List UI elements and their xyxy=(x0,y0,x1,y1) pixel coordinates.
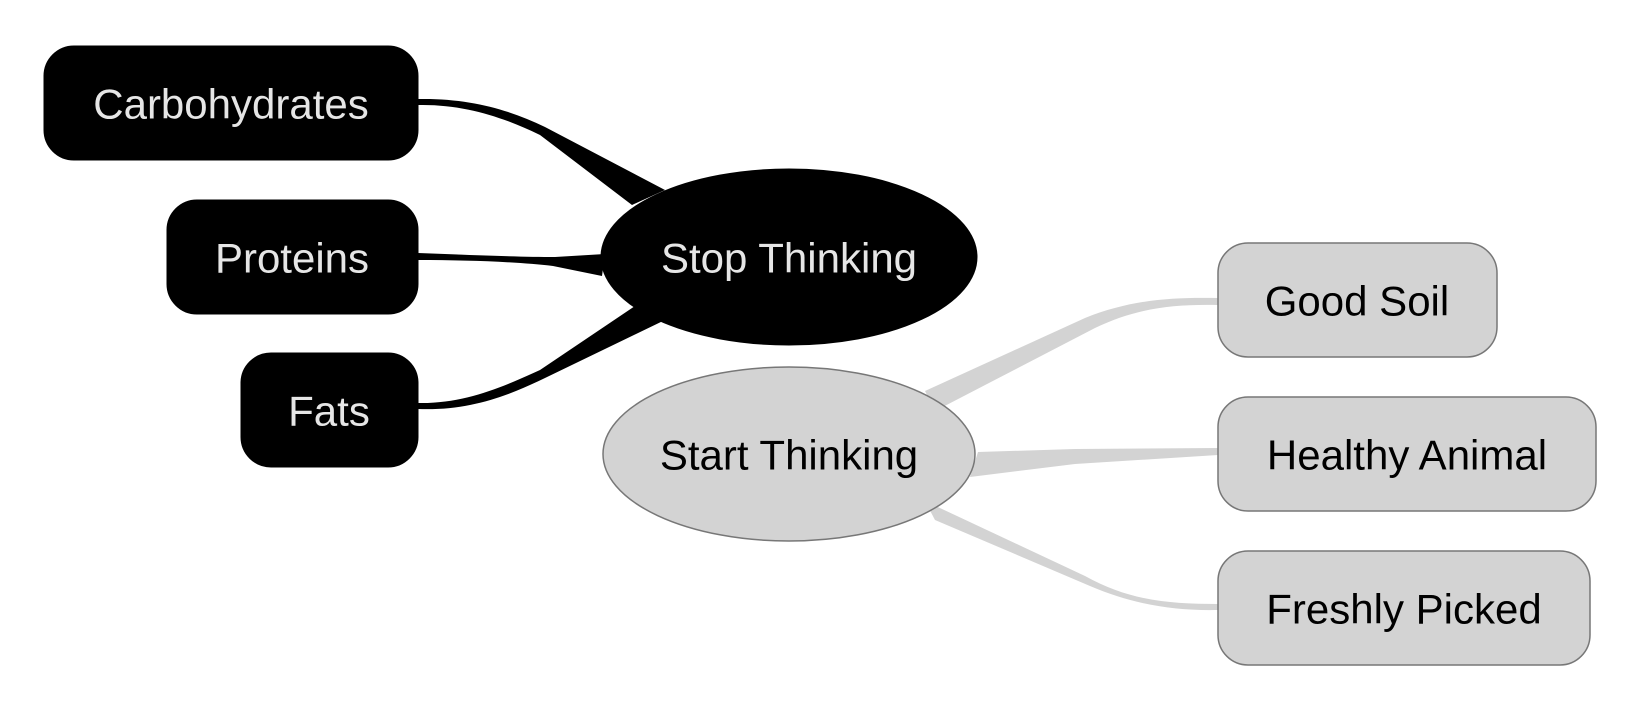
edge-stop-fats xyxy=(418,306,665,410)
start-edges xyxy=(925,297,1218,611)
stop-edges xyxy=(418,98,665,410)
healthy-animal-label: Healthy Animal xyxy=(1267,432,1547,479)
node-proteins[interactable]: Proteins xyxy=(166,199,419,315)
proteins-label: Proteins xyxy=(215,235,369,282)
node-healthy-animal[interactable]: Healthy Animal xyxy=(1217,396,1597,512)
edge-start-freshly-picked xyxy=(925,501,1218,611)
edge-stop-carbohydrates xyxy=(418,98,665,205)
start-thinking-label: Start Thinking xyxy=(660,432,918,479)
start-thinking-node[interactable]: Start Thinking xyxy=(602,366,976,542)
carbohydrates-label: Carbohydrates xyxy=(93,81,368,128)
node-good-soil[interactable]: Good Soil xyxy=(1217,242,1498,358)
freshly-picked-label: Freshly Picked xyxy=(1266,586,1541,633)
node-carbohydrates[interactable]: Carbohydrates xyxy=(43,45,419,161)
node-freshly-picked[interactable]: Freshly Picked xyxy=(1217,550,1591,666)
edge-start-healthy-animal xyxy=(970,448,1218,477)
fats-label: Fats xyxy=(288,388,370,435)
good-soil-label: Good Soil xyxy=(1265,278,1449,325)
stop-thinking-node[interactable]: Stop Thinking xyxy=(600,168,978,346)
edge-start-good-soil xyxy=(925,297,1218,411)
edge-stop-proteins xyxy=(418,253,605,276)
node-fats[interactable]: Fats xyxy=(240,352,419,468)
stop-thinking-label: Stop Thinking xyxy=(661,235,917,282)
